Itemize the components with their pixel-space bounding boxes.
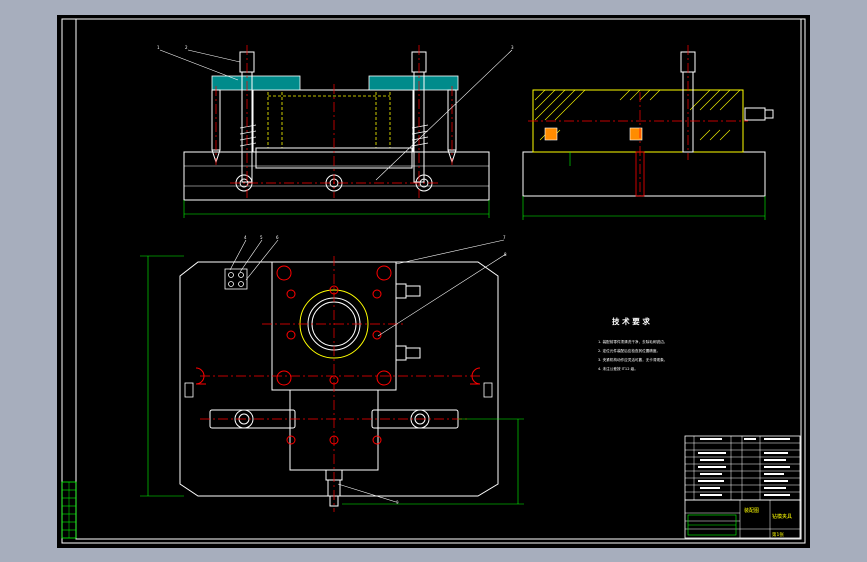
balloon-3: 3 (511, 45, 514, 50)
top-view (140, 239, 524, 512)
drawing-sheet (57, 15, 810, 548)
balloon-2: 2 (185, 45, 188, 50)
note-item-2: 2. 定位元件装配后应检查其位置精度。 (598, 348, 660, 353)
note-item-1: 1. 装配前零件须清洗干净，去除毛刺锐边。 (598, 339, 667, 344)
drawing-name: 装配图 (744, 507, 759, 514)
balloon-4: 4 (244, 235, 247, 240)
balloon-9: 9 (396, 500, 399, 505)
inner-frame (75, 18, 802, 540)
note-item-4: 4. 未注公差按 IT12 级。 (598, 366, 638, 371)
balloon-8: 8 (504, 252, 507, 257)
left-margin-block (61, 481, 77, 539)
part-balloons: 1 2 3 4 5 6 7 8 9 (157, 45, 514, 505)
balloon-7: 7 (503, 235, 506, 240)
title-block: 装配图 钻模夹具 第1张 (684, 499, 801, 539)
balloon-6: 6 (276, 235, 279, 240)
title-label-right: 钻模夹具 (772, 513, 792, 520)
technical-notes: 技 术 要 求 1. 装配前零件须清洗干净，去除毛刺锐边。 2. 定位元件装配后… (598, 316, 667, 371)
bom-table (684, 435, 801, 501)
balloon-1: 1 (157, 45, 160, 50)
side-section-view (522, 45, 774, 220)
front-view (159, 45, 513, 218)
balloon-5: 5 (260, 235, 263, 240)
notes-title: 技 术 要 求 (612, 316, 650, 326)
sheet-info: 第1张 (772, 531, 784, 538)
note-item-3: 3. 夹紧机构动作应灵活可靠，无卡滞现象。 (598, 357, 667, 362)
